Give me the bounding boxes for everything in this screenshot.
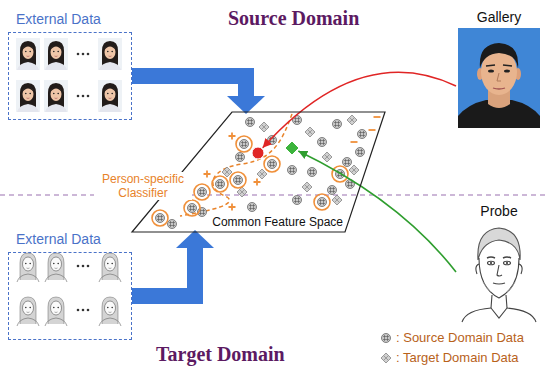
probe-image: Probe: [456, 202, 542, 324]
face-photo: [16, 38, 40, 70]
face-photo: [16, 80, 40, 112]
legend-text: : Target Domain Data: [396, 350, 519, 366]
target-faces: [16, 250, 122, 326]
classifier-boundary: [180, 114, 292, 216]
legend-samples: [381, 334, 391, 364]
face-photo: [98, 80, 122, 112]
source-faces: [16, 38, 122, 112]
domain-arrow: [132, 76, 265, 114]
face-sketch: [44, 250, 68, 282]
dashed-frame: [8, 252, 132, 340]
domain-arrow: [132, 230, 214, 296]
node-heading: External Data: [16, 10, 101, 28]
legend-text: : Source Domain Data: [396, 330, 524, 346]
gallery-point: [252, 147, 264, 159]
domain-title: Target Domain: [156, 342, 285, 366]
node-heading: External Data: [16, 230, 101, 248]
face-photo: [98, 38, 122, 70]
face-photo: [44, 80, 68, 112]
external-data-box: External Data: [8, 230, 132, 340]
face-sketch: [98, 250, 122, 282]
face-photo: [44, 38, 68, 70]
probe-sketch: [462, 228, 536, 322]
target-sample: [381, 353, 391, 363]
domain-divider: [0, 194, 549, 195]
dashed-frame: [8, 32, 132, 120]
mapping-arrow: [263, 72, 456, 148]
probe-point: [285, 141, 299, 155]
node-heading: Probe: [480, 202, 517, 220]
external-data-box: External Data: [8, 10, 132, 120]
space-label: Common Feature Space: [211, 215, 344, 229]
face-sketch: [16, 294, 40, 326]
domain-title: Source Domain: [228, 6, 359, 30]
face-sketch: [98, 294, 122, 326]
gallery-image: Gallery: [456, 8, 542, 130]
gallery-photo: [458, 28, 540, 128]
classifier-label: Person-specific Classifier: [94, 172, 192, 200]
face-sketch: [16, 250, 40, 282]
node-heading: Gallery: [477, 8, 521, 26]
mapping-arrow: [298, 151, 456, 272]
source-sample: [382, 334, 391, 343]
face-sketch: [44, 294, 68, 326]
